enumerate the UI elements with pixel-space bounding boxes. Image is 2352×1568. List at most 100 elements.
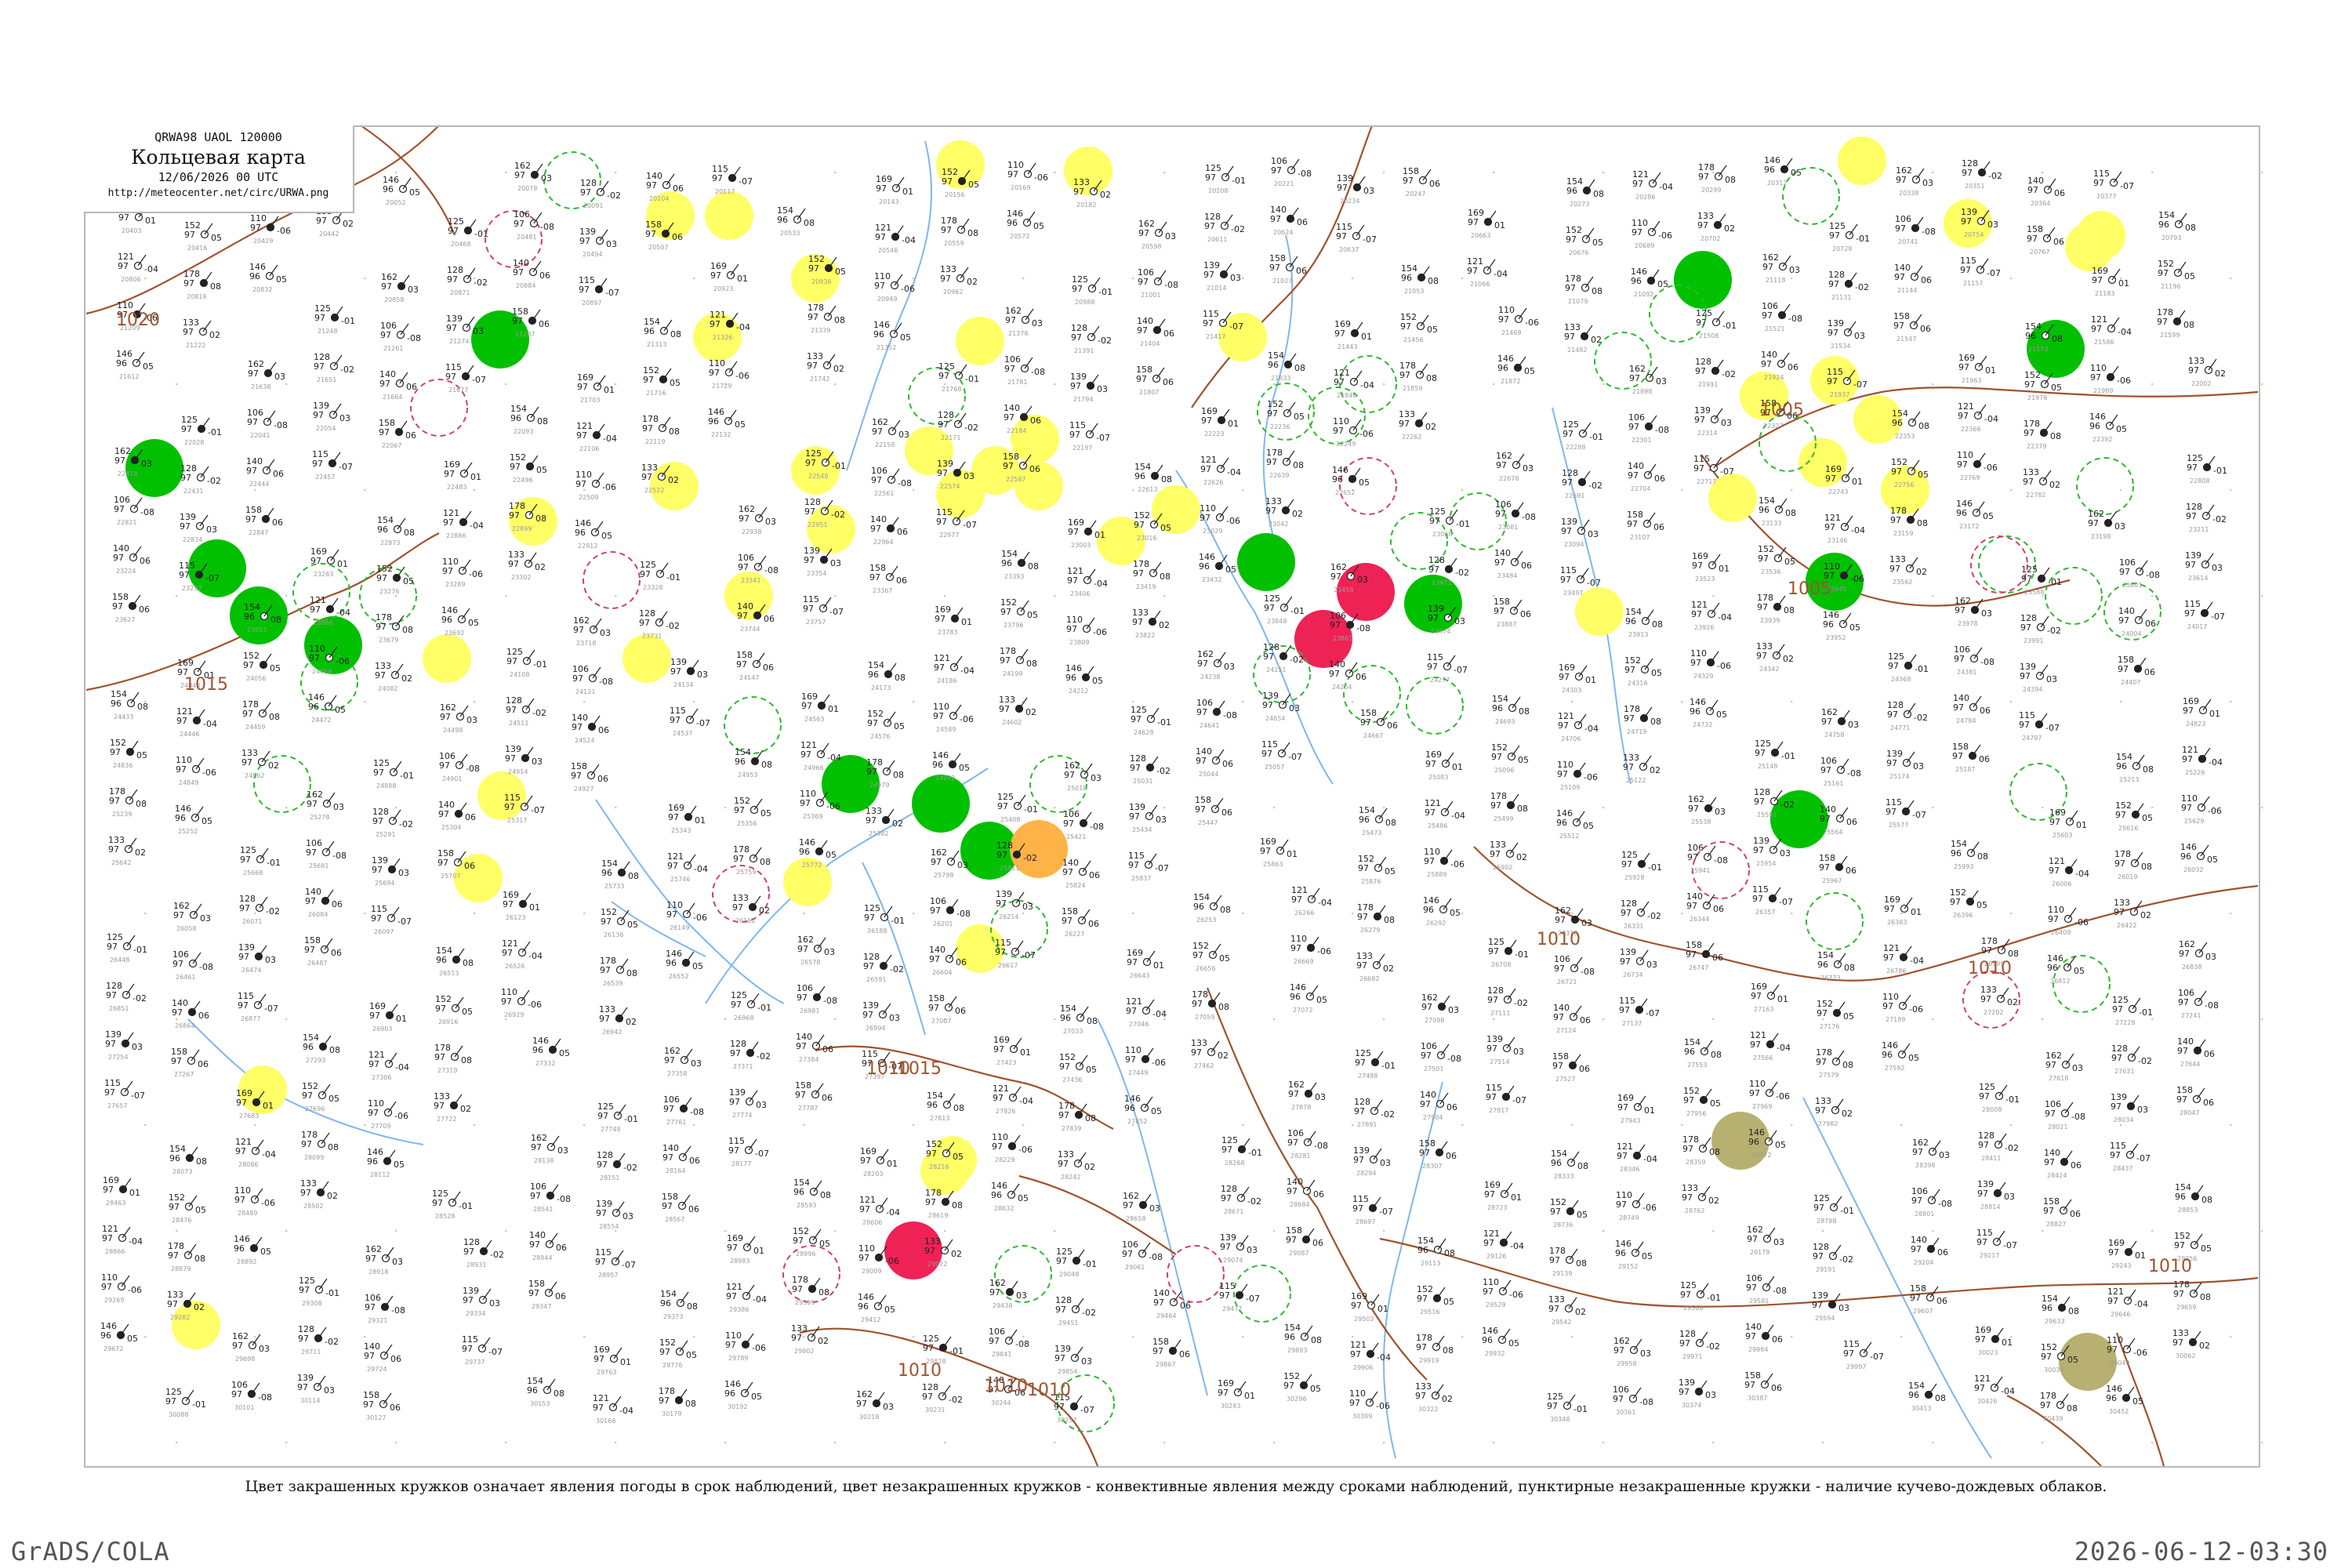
grid-dot xyxy=(363,277,366,280)
grid-dot xyxy=(363,912,366,915)
grid-dot xyxy=(285,806,288,809)
grid-dot xyxy=(1053,594,1056,597)
isobar-line xyxy=(815,1045,1114,1130)
river-line xyxy=(611,901,706,957)
grid-dot xyxy=(1351,488,1354,492)
grid-dot xyxy=(285,594,288,597)
grid-dot xyxy=(692,277,695,280)
river-line xyxy=(1383,1081,1443,1459)
grid-dot xyxy=(614,594,617,597)
grid-dot xyxy=(1241,912,1244,915)
river-line xyxy=(846,140,932,471)
grid-dot xyxy=(285,1018,288,1021)
grid-dot xyxy=(1900,700,1903,703)
grid-dot xyxy=(363,700,366,703)
isobar-line xyxy=(2115,1332,2165,1467)
grid-dot xyxy=(2260,171,2263,174)
isobar-line xyxy=(1708,387,2259,471)
grid-dot xyxy=(2260,594,2263,597)
grid-dot xyxy=(1272,1018,1276,1021)
grid-dot xyxy=(2119,277,2122,280)
grid-dot xyxy=(724,171,727,174)
grid-dot xyxy=(1461,277,1464,280)
grid-dot xyxy=(143,700,147,703)
grid-dot xyxy=(1570,488,1573,492)
grid-dot xyxy=(912,1123,915,1127)
grid-dot xyxy=(943,383,946,386)
grid-dot xyxy=(1351,912,1354,915)
grid-dot xyxy=(1492,171,1495,174)
grid-dot xyxy=(1492,1018,1495,1021)
grid-dot xyxy=(802,1123,805,1127)
grid-dot xyxy=(1790,488,1793,492)
grid-dot xyxy=(692,1123,695,1127)
grid-dot xyxy=(1570,277,1573,280)
grid-dot xyxy=(2009,912,2013,915)
grid-dot xyxy=(583,488,586,492)
grid-dot xyxy=(2009,700,2013,703)
grid-dot xyxy=(692,700,695,703)
river-line xyxy=(595,799,785,1004)
grid-dot xyxy=(833,383,837,386)
grid-dot xyxy=(833,1018,837,1021)
grid-dot xyxy=(473,912,476,915)
grid-dot xyxy=(1711,1018,1715,1021)
grid-dot xyxy=(504,171,507,174)
grid-dot xyxy=(1790,277,1793,280)
grid-dot xyxy=(253,700,256,703)
grid-dot xyxy=(1931,806,1934,809)
grid-dot xyxy=(2041,594,2044,597)
river-line xyxy=(1097,1018,1208,1396)
grid-dot xyxy=(1131,1123,1134,1127)
grid-dot xyxy=(175,383,178,386)
grid-dot xyxy=(1241,277,1244,280)
map-frame xyxy=(84,125,2260,1468)
grid-dot xyxy=(1163,1018,1166,1021)
grid-dot xyxy=(1022,912,1025,915)
grid-dot xyxy=(583,912,586,915)
grid-dot xyxy=(1602,806,1605,809)
grid-dot xyxy=(1272,171,1276,174)
grid-dot xyxy=(2260,1229,2263,1232)
grid-dot xyxy=(1711,594,1715,597)
grid-dot xyxy=(504,1018,507,1021)
isobar-line xyxy=(799,1327,1099,1467)
grid-dot xyxy=(2151,806,2154,809)
grid-dot xyxy=(1241,1123,1244,1127)
grid-dot xyxy=(1022,277,1025,280)
grid-dot xyxy=(253,912,256,915)
grid-dot xyxy=(2151,383,2154,386)
grid-dot xyxy=(2260,806,2263,809)
grid-dot xyxy=(2151,1018,2154,1021)
grid-dot xyxy=(614,171,617,174)
rivers-layer xyxy=(187,140,1992,1459)
grid-dot xyxy=(1790,912,1793,915)
grid-dot xyxy=(2229,488,2232,492)
grid-dot xyxy=(614,806,617,809)
grid-dot xyxy=(1131,700,1134,703)
grid-dot xyxy=(2229,277,2232,280)
grid-dot xyxy=(473,488,476,492)
grid-dot xyxy=(1931,171,1934,174)
isobar-line xyxy=(85,532,440,691)
grid-dot xyxy=(1272,383,1276,386)
grid-dot xyxy=(394,171,397,174)
grid-dot xyxy=(473,700,476,703)
isobar-line xyxy=(1379,1237,2259,1308)
grid-dot xyxy=(2119,700,2122,703)
grid-dot xyxy=(1680,700,1683,703)
grid-dot xyxy=(1931,594,1934,597)
grid-dot xyxy=(1602,171,1605,174)
grid-dot xyxy=(1931,1018,1934,1021)
grid-dot xyxy=(1131,912,1134,915)
grid-dot xyxy=(943,594,946,597)
grid-dot xyxy=(802,912,805,915)
grid-dot xyxy=(1351,700,1354,703)
footer-timestamp: 2026-06-12-03:30 xyxy=(2074,1537,2328,1566)
grid-dot xyxy=(2009,277,2013,280)
grid-dot xyxy=(2151,171,2154,174)
grid-dot xyxy=(1241,700,1244,703)
grid-dot xyxy=(1163,594,1166,597)
grid-dot xyxy=(1163,806,1166,809)
